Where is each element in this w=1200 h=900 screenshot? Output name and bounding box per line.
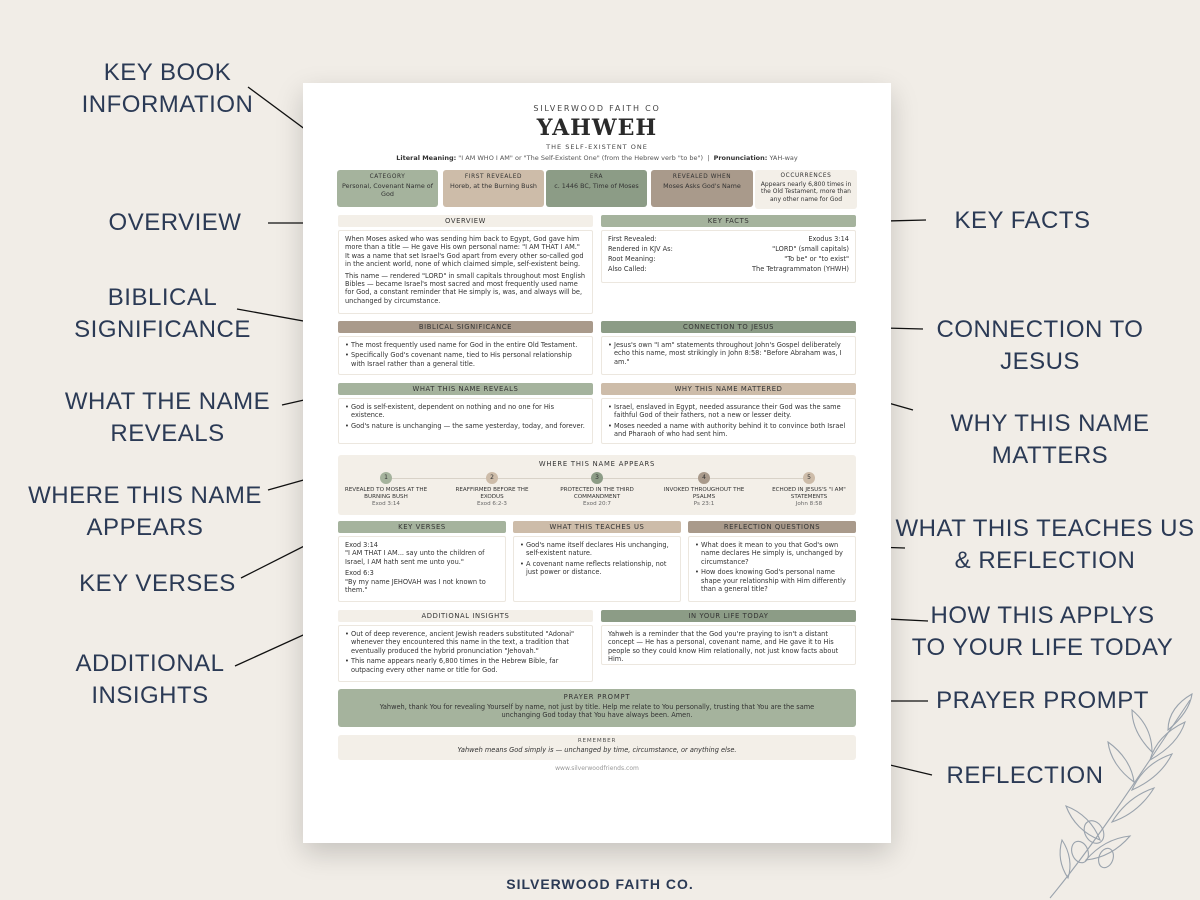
callout-biblical-significance: BIBLICAL SIGNIFICANCE <box>74 284 251 343</box>
reflection-questions-header: REFLECTION QUESTIONS <box>688 521 856 533</box>
overview-panel: When Moses asked who was sending him bac… <box>338 230 593 314</box>
overview-paragraph-2: This name — rendered "LORD" in small cap… <box>345 271 586 305</box>
prayer-prompt: PRAYER PROMPT Yahweh, thank You for reve… <box>338 689 856 727</box>
connection-to-jesus-header: CONNECTION TO JESUS <box>601 321 856 333</box>
list-item: Jesus's own "I am" statements throughout… <box>608 341 849 366</box>
in-your-life-today-header: IN YOUR LIFE TODAY <box>601 610 856 622</box>
key-fact-row: First Revealed:Exodus 3:14 <box>608 235 849 243</box>
verse-reference: Exod 6:3 <box>345 569 374 578</box>
verse-reference: Exod 3:14 <box>345 541 378 549</box>
info-box-first-revealed: FIRST REVEALED Horeb, at the Burning Bus… <box>443 170 544 207</box>
what-this-teaches-us-panel: God's name itself declares His unchangin… <box>513 536 681 602</box>
list-item: God's name itself declares His unchangin… <box>520 541 674 558</box>
reflection-questions-panel: What does it mean to you that God's own … <box>688 536 856 602</box>
what-this-teaches-us-header: WHAT THIS TEACHES US <box>513 521 681 533</box>
sheet-brand: SILVERWOOD FAITH CO <box>533 104 661 113</box>
name-study-sheet: SILVERWOOD FAITH CO YAHWEH THE SELF-EXIS… <box>303 83 891 843</box>
info-box-revealed-when: REVEALED WHEN Moses Asks God's Name <box>651 170 753 207</box>
callout-additional-insights: ADDITIONAL INSIGHTS <box>75 650 225 709</box>
key-verses-header: KEY VERSES <box>338 521 506 533</box>
biblical-significance-panel: The most frequently used name for God in… <box>338 336 593 375</box>
life-today-text: Yahweh is a reminder that the God you're… <box>608 630 839 664</box>
key-facts-panel: First Revealed:Exodus 3:14 Rendered in K… <box>601 230 856 283</box>
list-item: Out of deep reverence, ancient Jewish re… <box>345 630 586 655</box>
list-item: Israel, enslaved in Egypt, needed assura… <box>608 403 849 420</box>
callout-connection-to-jesus: CONNECTION TO JESUS <box>936 316 1144 375</box>
callout-overview: OVERVIEW <box>108 209 242 236</box>
timeline-step: 4 INVOKED THROUGHOUT THE PSALMS Ps 23:1 <box>663 472 745 507</box>
additional-insights-header: ADDITIONAL INSIGHTS <box>338 610 593 622</box>
callout-key-facts: KEY FACTS <box>954 207 1091 234</box>
list-item: A covenant name reflects relationship, n… <box>520 560 674 577</box>
key-facts-header: KEY FACTS <box>601 215 856 227</box>
list-item: God is self-existent, dependent on nothi… <box>345 403 586 420</box>
where-this-name-appears: WHERE THIS NAME APPEARS 1 REVEALED TO MO… <box>338 455 856 515</box>
callout-key-book-information: KEY BOOK INFORMATION <box>81 59 254 118</box>
literal-meaning-line: Literal Meaning: "I AM WHO I AM" or "The… <box>396 154 798 162</box>
list-item: The most frequently used name for God in… <box>345 341 586 350</box>
olive-branch-icon <box>1049 692 1193 899</box>
info-box-era: ERA c. 1446 BC, Time of Moses <box>546 170 647 207</box>
website-footer: www.silverwoodfriends.com <box>555 765 639 772</box>
timeline-step: 5 ECHOED IN JESUS'S "I AM" STATEMENTS Jo… <box>772 472 846 507</box>
info-box-category: CATEGORY Personal, Covenant Name of God <box>337 170 438 207</box>
list-item: How does knowing God's personal name sha… <box>695 568 849 593</box>
overview-paragraph-1: When Moses asked who was sending him bac… <box>345 235 584 269</box>
sheet-subtitle: THE SELF-EXISTENT ONE <box>546 143 648 151</box>
callout-reflection: REFLECTION <box>946 762 1104 789</box>
list-item: What does it mean to you that God's own … <box>695 541 849 566</box>
callout-prayer-prompt: PRAYER PROMPT <box>936 687 1149 714</box>
additional-insights-panel: Out of deep reverence, ancient Jewish re… <box>338 625 593 682</box>
biblical-significance-header: BIBLICAL SIGNIFICANCE <box>338 321 593 333</box>
verse-text: "I AM THAT I AM... say unto the children… <box>345 549 485 566</box>
why-this-name-mattered-header: WHY THIS NAME MATTERED <box>601 383 856 395</box>
timeline-step: 2 REAFFIRMED BEFORE THE EXODUS Exod 6:2-… <box>455 472 529 507</box>
connection-to-jesus-panel: Jesus's own "I am" statements throughout… <box>601 336 856 375</box>
in-your-life-today-panel: Yahweh is a reminder that the God you're… <box>601 625 856 665</box>
timeline-step: 1 REVEALED TO MOSES AT THE BURNING BUSH … <box>344 472 428 507</box>
key-fact-row: Rendered in KJV As:"LORD" (small capital… <box>608 244 849 253</box>
list-item: Specifically God's covenant name, tied t… <box>345 351 586 368</box>
list-item: This name appears nearly 6,800 times in … <box>345 657 586 674</box>
callout-what-the-name-reveals: WHAT THE NAME REVEALS <box>64 388 271 447</box>
callout-what-this-teaches-us: WHAT THIS TEACHES US & REFLECTION <box>895 515 1195 574</box>
list-item: Moses needed a name with authority behin… <box>608 422 849 439</box>
key-verses-panel: Exod 3:14 "I AM THAT I AM... say unto th… <box>338 536 506 602</box>
sheet-title: YAHWEH <box>536 115 658 141</box>
key-fact-row: Also Called:The Tetragrammaton (YHWH) <box>608 264 849 273</box>
overview-header: OVERVIEW <box>338 215 593 227</box>
what-this-name-reveals-header: WHAT THIS NAME REVEALS <box>338 383 593 395</box>
callout-key-verses: KEY VERSES <box>79 570 236 597</box>
footer-brand: SILVERWOOD FAITH CO. <box>506 876 694 892</box>
info-box-occurrences: OCCURRENCES Appears nearly 6,800 times i… <box>755 170 857 209</box>
what-this-name-reveals-panel: God is self-existent, dependent on nothi… <box>338 398 593 444</box>
verse-text: "By my name JEHOVAH was I not known to t… <box>345 577 486 595</box>
callout-where-this-name-appears: WHERE THIS NAME APPEARS <box>28 482 262 541</box>
list-item: God's nature is unchanging — the same ye… <box>345 422 586 431</box>
callout-how-this-applys: HOW THIS APPLYS TO YOUR LIFE TODAY <box>911 602 1174 661</box>
remember-box: REMEMBER Yahweh means God simply is — un… <box>338 735 856 760</box>
why-this-name-mattered-panel: Israel, enslaved in Egypt, needed assura… <box>601 398 856 444</box>
callout-why-this-name-matters: WHY THIS NAME MATTERS <box>950 410 1150 469</box>
key-fact-row: Root Meaning:"To be" or "to exist" <box>608 254 849 263</box>
timeline-step: 3 PROTECTED IN THE THIRD COMMANDMENT Exo… <box>560 472 634 507</box>
